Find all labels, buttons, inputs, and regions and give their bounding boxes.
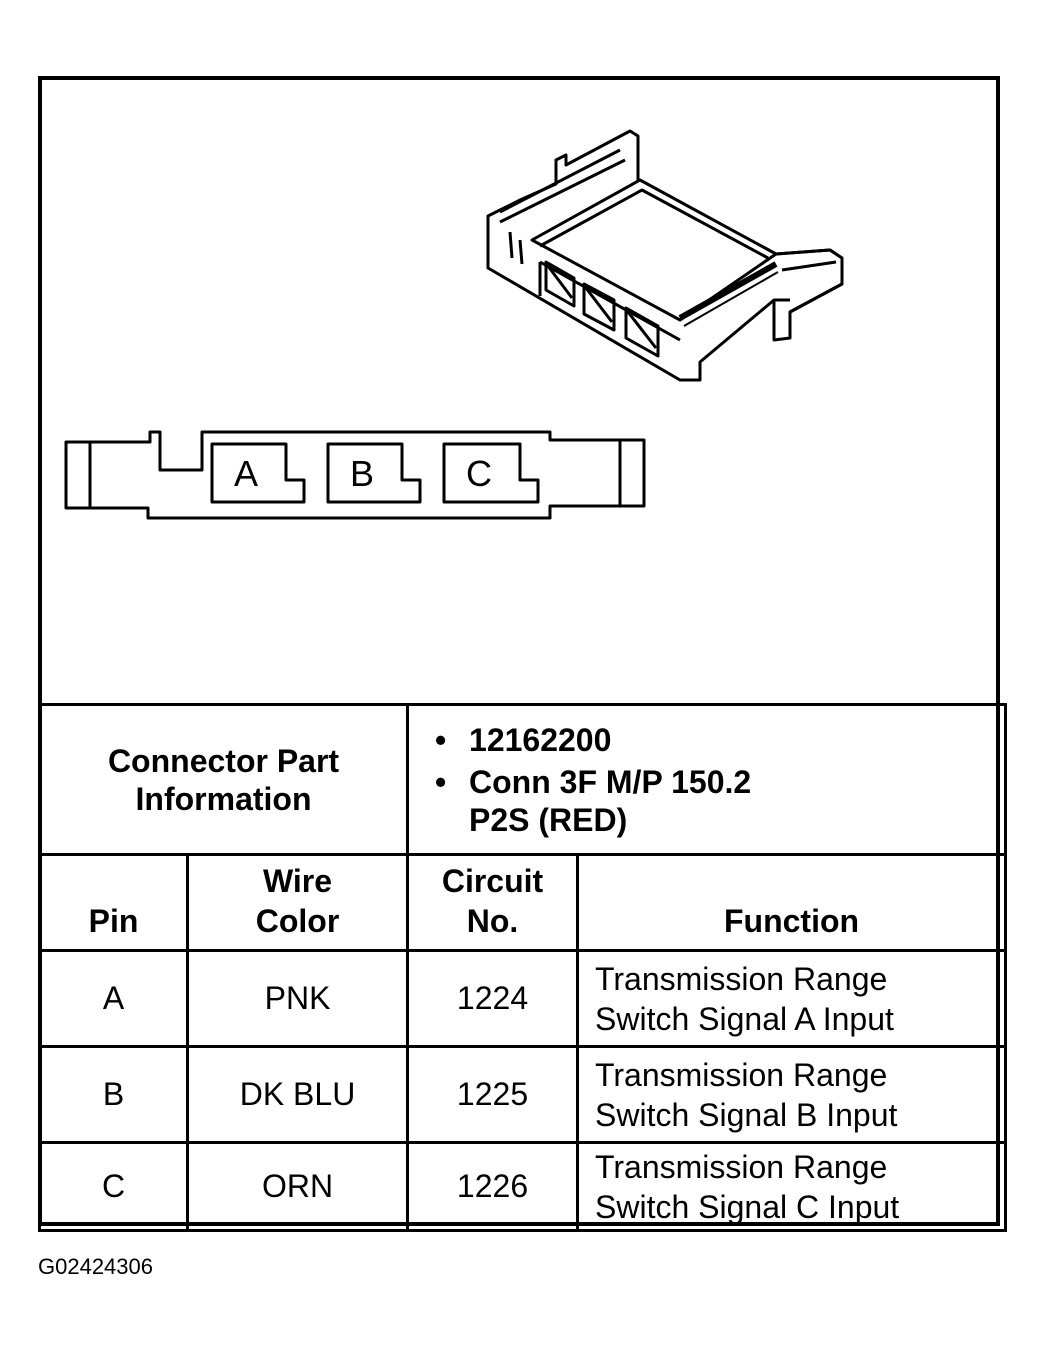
part-description-line2: P2S (RED) xyxy=(469,801,628,838)
connector-info-table: Connector Part Information 12162200 Conn… xyxy=(37,703,1008,1232)
row-function-line1: Transmission Range xyxy=(595,960,888,997)
pin-cavity-b xyxy=(326,442,422,504)
part-info-row: Connector Part Information 12162200 Conn… xyxy=(37,703,1008,856)
part-info-label-line1: Connector Part xyxy=(107,742,340,779)
pin-cavity-a xyxy=(210,442,306,504)
header-wire-color: Wire Color xyxy=(185,853,410,952)
part-description: Conn 3F M/P 150.2 P2S (RED) xyxy=(435,763,1004,839)
part-description-line1: Conn 3F M/P 150.2 xyxy=(469,763,752,800)
pin-cavity-c xyxy=(442,442,540,504)
header-wire-line2: Color xyxy=(255,903,340,939)
row-circuit: 1226 xyxy=(406,1141,580,1232)
row-function: Transmission Range Switch Signal C Input xyxy=(576,1141,1008,1232)
row-function-line2: Switch Signal C Input xyxy=(595,1188,900,1225)
row-wire-color: PNK xyxy=(185,949,410,1048)
part-info-values: 12162200 Conn 3F M/P 150.2 P2S (RED) xyxy=(406,703,1008,856)
connector-3d-view xyxy=(486,129,844,382)
part-info-label: Connector Part Information xyxy=(37,703,410,856)
pin-label-a: A xyxy=(234,453,258,494)
header-circuit-line1: Circuit xyxy=(441,863,544,899)
header-function: Function xyxy=(576,853,1008,952)
row-pin: A xyxy=(38,949,189,1048)
table-row: B DK BLU 1225 Transmission Range Switch … xyxy=(38,1045,1008,1144)
row-function-line1: Transmission Range xyxy=(595,1056,888,1093)
header-circuit-no: Circuit No. xyxy=(406,853,580,952)
row-wire-color: DK BLU xyxy=(185,1045,410,1144)
part-info-label-line2: Information xyxy=(135,780,312,817)
table-row: C ORN 1226 Transmission Range Switch Sig… xyxy=(38,1141,1008,1232)
connector-drawing: A B C xyxy=(64,129,844,520)
header-pin: Pin xyxy=(38,853,189,952)
header-row: Pin Wire Color Circuit No. Function xyxy=(38,853,1008,952)
row-wire-color: ORN xyxy=(185,1141,410,1232)
pin-label-c: C xyxy=(466,453,492,494)
row-function-line2: Switch Signal B Input xyxy=(595,1096,898,1133)
row-circuit: 1224 xyxy=(406,949,580,1048)
row-function: Transmission Range Switch Signal A Input xyxy=(576,949,1008,1048)
connector-face-view xyxy=(64,430,646,520)
figure-code: G02424306 xyxy=(38,1254,153,1279)
header-circuit-line2: No. xyxy=(466,903,519,939)
row-circuit: 1225 xyxy=(406,1045,580,1144)
row-pin: B xyxy=(38,1045,189,1144)
row-pin: C xyxy=(38,1141,189,1232)
header-wire-line1: Wire xyxy=(262,863,333,899)
row-function-line2: Switch Signal A Input xyxy=(595,1000,894,1037)
row-function-line1: Transmission Range xyxy=(595,1148,888,1185)
pin-label-b: B xyxy=(350,453,374,494)
table-row: A PNK 1224 Transmission Range Switch Sig… xyxy=(38,949,1008,1048)
part-number: 12162200 xyxy=(435,721,1004,759)
row-function: Transmission Range Switch Signal B Input xyxy=(576,1045,1008,1144)
